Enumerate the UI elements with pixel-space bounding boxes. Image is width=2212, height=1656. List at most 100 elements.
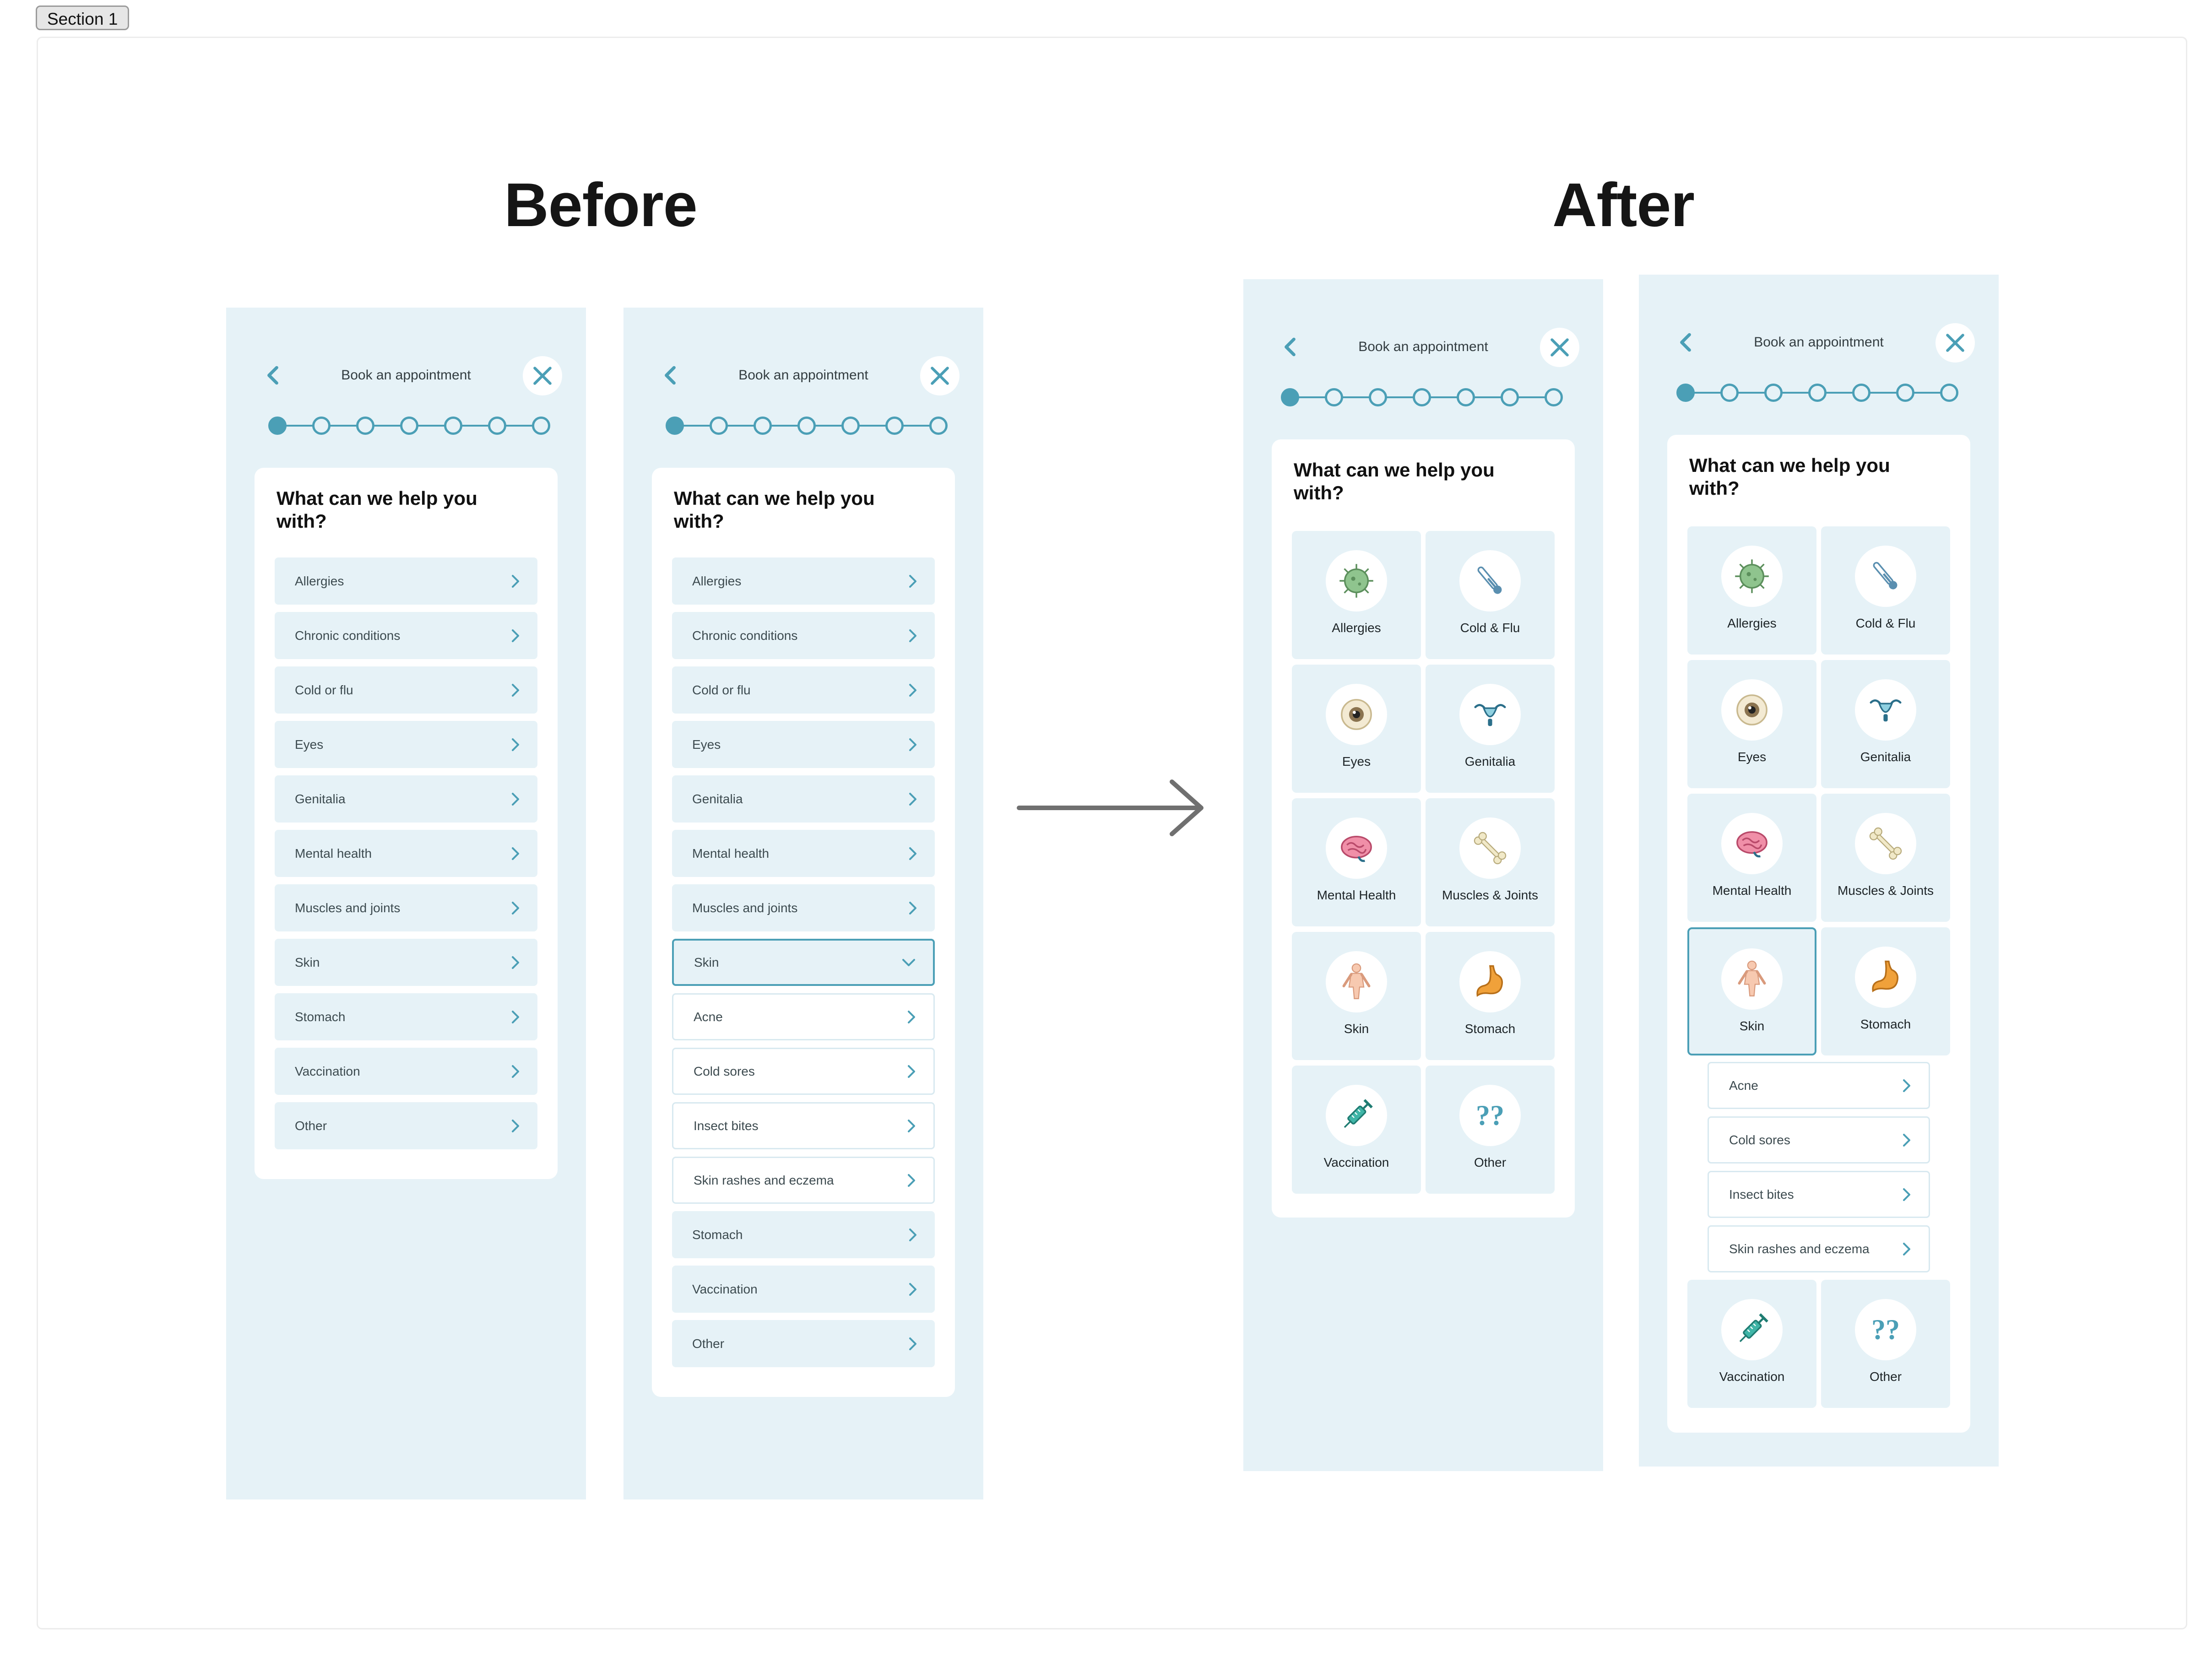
sub-list-item[interactable]: Cold sores: [1708, 1116, 1930, 1164]
tile-skin-selected[interactable]: Skin: [1687, 927, 1816, 1055]
thermometer-icon: [1469, 560, 1511, 602]
list-item[interactable]: Cold or flu: [275, 666, 537, 714]
sub-list-item[interactable]: Acne: [1708, 1062, 1930, 1109]
expanded-item-skin[interactable]: Skin: [672, 939, 935, 986]
list-item[interactable]: Eyes: [275, 721, 537, 768]
list-item[interactable]: Vaccination: [672, 1266, 935, 1313]
tile-mental-health[interactable]: Mental Health: [1292, 798, 1421, 926]
tile-genitalia[interactable]: Genitalia: [1821, 660, 1950, 788]
chevron-right-icon: [511, 792, 520, 806]
list-item[interactable]: Chronic conditions: [672, 612, 935, 659]
before-screen-expanded: Book an appointment What can we help you…: [623, 308, 983, 1499]
chevron-wrap: [1902, 1118, 1911, 1162]
tile-allergies[interactable]: Allergies: [1292, 531, 1421, 659]
progress-step: [1325, 388, 1343, 406]
chevron-wrap: [511, 939, 520, 986]
progress-step: [1940, 384, 1958, 402]
progress-step: [312, 417, 331, 435]
item-label: Allergies: [692, 574, 742, 588]
question-title: What can we help you with?: [276, 487, 477, 532]
list-item[interactable]: Stomach: [672, 1211, 935, 1258]
progress-stepper: [1281, 387, 1563, 407]
uterus-icon: [1865, 689, 1907, 731]
sub-list-item[interactable]: Insect bites: [1708, 1171, 1930, 1218]
tile-vaccination[interactable]: Vaccination: [1687, 1280, 1816, 1408]
list-item[interactable]: Allergies: [275, 557, 537, 605]
tile-other[interactable]: Other: [1821, 1280, 1950, 1408]
thermometer-icon: [1865, 555, 1907, 597]
item-label: Stomach: [1464, 1022, 1516, 1036]
tile-cold-flu[interactable]: Cold & Flu: [1426, 531, 1555, 659]
list-item[interactable]: Cold or flu: [672, 666, 935, 714]
before-heading: Before: [504, 170, 698, 239]
tile-eyes[interactable]: Eyes: [1292, 665, 1421, 793]
chevron-wrap: [907, 995, 916, 1039]
question-card: What can we help you with? Allergies Chr…: [255, 468, 558, 1179]
after-screen-selected: Book an appointment What can we help you…: [1639, 275, 1999, 1467]
sub-list-item[interactable]: Cold sores: [672, 1048, 935, 1095]
list-item[interactable]: Genitalia: [672, 775, 935, 823]
tile-mental-health[interactable]: Mental Health: [1687, 794, 1816, 922]
chevron-wrap: [908, 1320, 917, 1367]
list-item[interactable]: Vaccination: [275, 1048, 537, 1095]
top-bar: Book an appointment: [1243, 319, 1603, 374]
list-item[interactable]: Mental health: [672, 830, 935, 877]
list-item[interactable]: Skin: [275, 939, 537, 986]
tile-stomach[interactable]: Stomach: [1426, 932, 1555, 1060]
question-card: What can we help you with? Allergies Chr…: [652, 468, 955, 1397]
tile-allergies[interactable]: Allergies: [1687, 526, 1816, 655]
sub-list-item[interactable]: Insect bites: [672, 1102, 935, 1149]
sub-list-item[interactable]: Acne: [672, 993, 935, 1040]
list-item[interactable]: Mental health: [275, 830, 537, 877]
chevron-right-icon: [511, 574, 520, 588]
item-label: Cold or flu: [692, 682, 751, 697]
brain-icon: [1335, 827, 1377, 869]
chevron-right-icon: [908, 1337, 917, 1351]
chevron-wrap: [511, 1102, 520, 1149]
close-button[interactable]: [920, 356, 960, 395]
chevron-wrap: [511, 612, 520, 659]
screen-title: Book an appointment: [1754, 335, 1884, 350]
icon-circle: [1855, 1299, 1916, 1360]
item-label: Muscles & Joints: [1837, 883, 1934, 898]
tile-muscles-joints[interactable]: Muscles & Joints: [1821, 794, 1950, 922]
screen-title: Book an appointment: [738, 368, 868, 383]
list-item[interactable]: Other: [275, 1102, 537, 1149]
progress-step: [754, 417, 772, 435]
item-label: Other: [1474, 1155, 1507, 1169]
list-item[interactable]: Allergies: [672, 557, 935, 605]
close-button[interactable]: [1540, 328, 1579, 367]
tile-skin[interactable]: Skin: [1292, 932, 1421, 1060]
question-icon: [1865, 1309, 1907, 1351]
list-item[interactable]: Genitalia: [275, 775, 537, 823]
tile-stomach[interactable]: Stomach: [1821, 927, 1950, 1055]
chevron-wrap: [908, 557, 917, 605]
icon-circle: [1855, 947, 1916, 1008]
tile-other[interactable]: Other: [1426, 1066, 1555, 1194]
close-icon: [929, 365, 951, 387]
tile-cold-flu[interactable]: Cold & Flu: [1821, 526, 1950, 655]
item-label: Cold sores: [1729, 1132, 1790, 1147]
list-item[interactable]: Muscles and joints: [672, 884, 935, 931]
close-button[interactable]: [1936, 323, 1975, 363]
tile-muscles-joints[interactable]: Muscles & Joints: [1426, 798, 1555, 926]
list-item[interactable]: Muscles and joints: [275, 884, 537, 931]
chevron-wrap: [908, 721, 917, 768]
list-item[interactable]: Stomach: [275, 993, 537, 1040]
close-button[interactable]: [523, 356, 562, 395]
tile-genitalia[interactable]: Genitalia: [1426, 665, 1555, 793]
item-label: Genitalia: [1860, 750, 1911, 764]
list-item[interactable]: Chronic conditions: [275, 612, 537, 659]
list-item[interactable]: Eyes: [672, 721, 935, 768]
chevron-wrap: [908, 884, 917, 931]
progress-step: [1720, 384, 1739, 402]
tile-eyes[interactable]: Eyes: [1687, 660, 1816, 788]
chevron-right-icon: [908, 792, 917, 806]
chevron-down-icon: [902, 958, 916, 967]
sub-list-item[interactable]: Skin rashes and eczema: [1708, 1225, 1930, 1272]
list-item[interactable]: Other: [672, 1320, 935, 1367]
tile-vaccination[interactable]: Vaccination: [1292, 1066, 1421, 1194]
sub-list-item[interactable]: Skin rashes and eczema: [672, 1157, 935, 1204]
section-label[interactable]: Section 1: [36, 5, 130, 30]
bone-icon: [1865, 823, 1907, 865]
